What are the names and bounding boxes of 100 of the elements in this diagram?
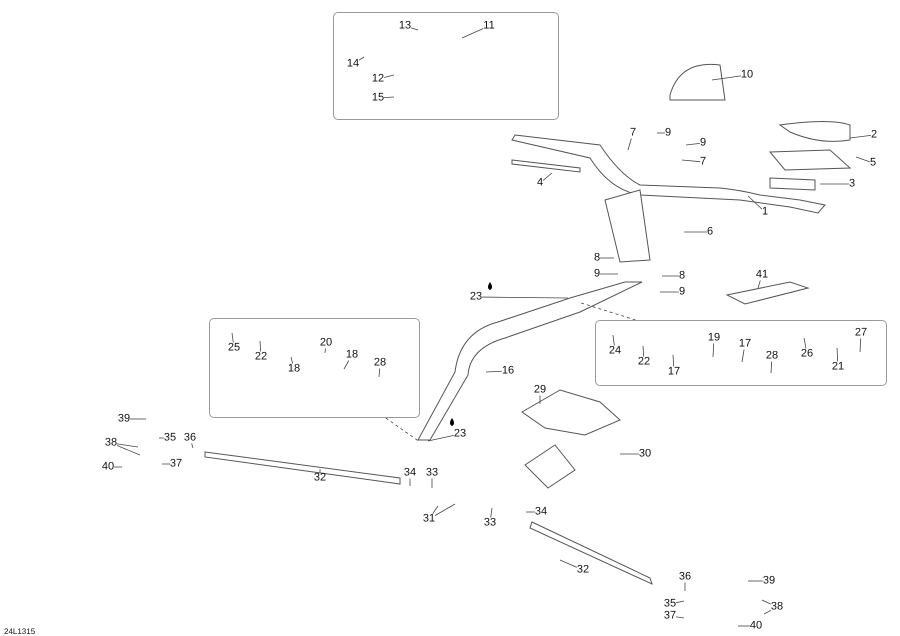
leader-line xyxy=(432,506,438,514)
callout-number: 12 xyxy=(372,74,384,84)
inset-panel xyxy=(333,12,559,120)
callout-number: 28 xyxy=(374,358,386,368)
callout-number: 5 xyxy=(870,158,876,168)
callout-number: 22 xyxy=(254,352,268,362)
callout-number: 9 xyxy=(664,128,672,138)
leader-line xyxy=(428,434,454,442)
callout-number: 28 xyxy=(766,350,778,362)
callout-number: 36 xyxy=(678,572,692,582)
leader-line xyxy=(358,56,364,60)
leader-line xyxy=(628,138,632,150)
leader-line xyxy=(232,332,234,343)
leader-line xyxy=(684,582,686,592)
leader-line xyxy=(804,338,806,349)
callout-number: 19 xyxy=(708,332,720,344)
callout-number: 9 xyxy=(700,138,706,148)
inset-panel xyxy=(209,318,420,418)
callout-number: 38 xyxy=(770,602,784,612)
leader-line xyxy=(642,346,644,357)
callout-number: 17 xyxy=(668,366,680,378)
callout-number: 34 xyxy=(534,506,548,518)
callout-number: 33 xyxy=(426,468,438,478)
leader-line xyxy=(116,444,138,448)
callout-number: 18 xyxy=(346,350,358,360)
callout-number: 6 xyxy=(706,226,714,238)
leader-line xyxy=(490,508,492,518)
leader-line xyxy=(656,132,666,134)
callout-number: 1 xyxy=(762,206,768,218)
callout-number: 39 xyxy=(118,414,130,424)
callout-number: 36 xyxy=(184,432,196,444)
leader-line xyxy=(712,343,714,358)
leader-line xyxy=(682,160,700,162)
callout-number: 39 xyxy=(762,576,776,586)
leader-line xyxy=(191,443,194,448)
leader-line xyxy=(434,504,456,516)
callout-number: 35 xyxy=(664,598,676,610)
callout-number: 27 xyxy=(854,328,868,338)
leader-line xyxy=(850,134,872,138)
callout-number: 16 xyxy=(502,366,514,376)
leader-line xyxy=(758,280,761,288)
callout-number: 7 xyxy=(700,156,706,168)
callout-number: 32 xyxy=(576,564,590,576)
callout-number: 24 xyxy=(608,346,622,356)
callout-number: 11 xyxy=(483,20,495,32)
callout-number: 13 xyxy=(398,20,412,32)
leader-line xyxy=(290,356,294,364)
callout-number: 9 xyxy=(678,286,686,298)
leader-line xyxy=(130,418,146,420)
callout-number: 40 xyxy=(102,462,114,472)
dashed-leader-line xyxy=(385,418,420,442)
dashed-leader-line xyxy=(578,302,636,320)
callout-number: 8 xyxy=(678,270,686,282)
leader-line xyxy=(856,156,870,162)
leader-line xyxy=(384,74,394,78)
callout-number: 31 xyxy=(422,514,436,524)
callout-number: 8 xyxy=(594,252,600,264)
callout-number: 2 xyxy=(870,130,878,140)
leader-line xyxy=(764,610,772,614)
leader-line xyxy=(770,361,772,374)
callout-number: 21 xyxy=(832,362,844,372)
leader-line xyxy=(324,348,326,354)
leader-line xyxy=(712,75,742,80)
callout-number: 20 xyxy=(320,338,332,348)
callout-number: 3 xyxy=(848,178,856,190)
leader-line xyxy=(686,142,700,146)
callout-number: 18 xyxy=(288,364,300,374)
callout-number: 17 xyxy=(738,338,752,350)
leader-line xyxy=(344,360,350,370)
callout-number: 29 xyxy=(534,384,546,396)
callout-number: 23 xyxy=(470,292,482,302)
inset-panel xyxy=(595,320,887,386)
callout-number: 15 xyxy=(372,92,384,104)
callout-number: 7 xyxy=(630,128,636,138)
leader-line xyxy=(672,354,674,367)
callout-number: 10 xyxy=(740,70,754,80)
callout-number: 40 xyxy=(750,620,762,632)
leader-line xyxy=(542,172,552,181)
callout-number: 22 xyxy=(638,356,650,368)
leader-line xyxy=(410,27,418,30)
callout-number: 26 xyxy=(800,348,814,360)
leader-line xyxy=(860,338,862,352)
leader-line xyxy=(676,600,684,604)
callout-number: 4 xyxy=(536,178,544,188)
leader-line xyxy=(762,600,772,605)
leader-line xyxy=(486,370,502,372)
leader-line xyxy=(114,466,122,468)
callout-number: 37 xyxy=(170,458,182,470)
drawing-number: 24L1315 xyxy=(4,626,36,636)
leader-line xyxy=(260,340,262,352)
leader-line xyxy=(384,96,394,98)
callout-number: 35 xyxy=(164,432,176,444)
callout-number: 38 xyxy=(104,438,118,448)
leader-line xyxy=(462,28,484,38)
leader-line xyxy=(742,349,744,362)
callout-number: 37 xyxy=(664,610,676,622)
callout-number: 14 xyxy=(346,58,360,70)
leader-line xyxy=(836,348,838,362)
callout-number: 9 xyxy=(594,268,600,280)
callout-number: 23 xyxy=(454,428,466,440)
